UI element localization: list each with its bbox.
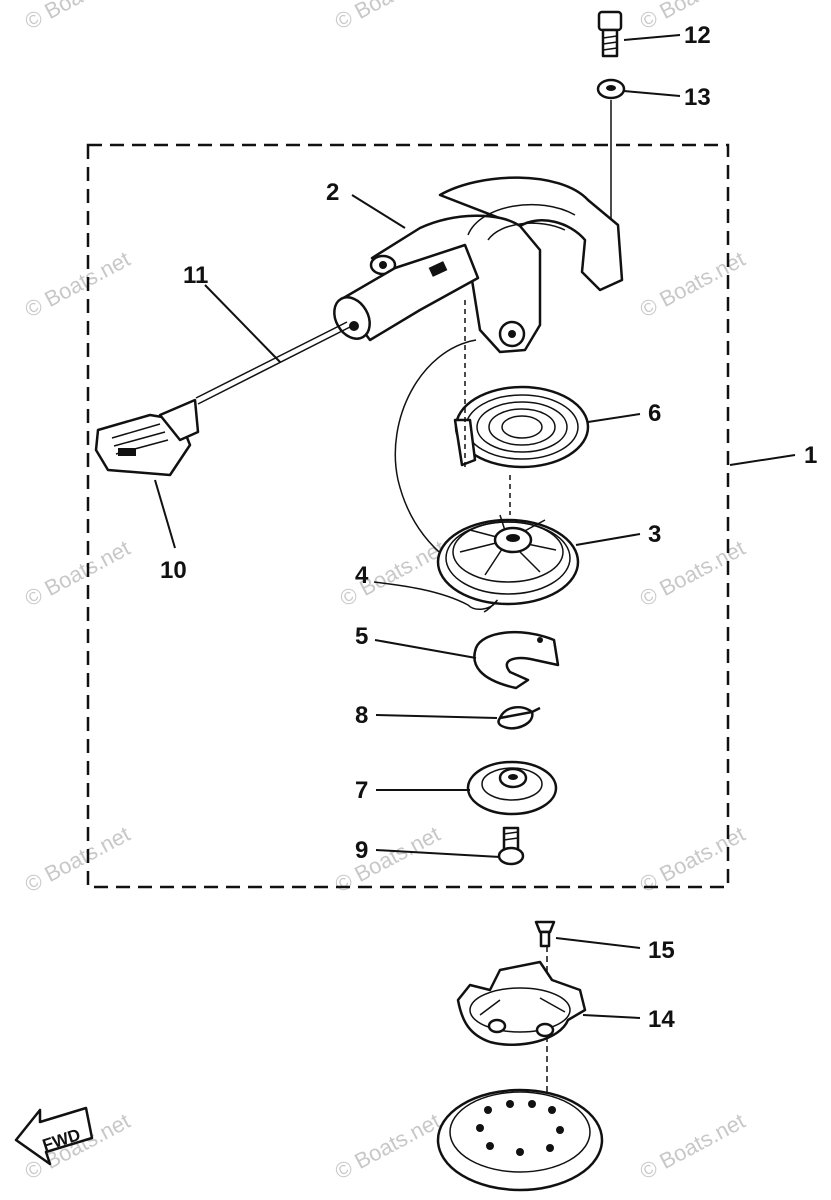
watermark: © Boats.net [331, 0, 445, 34]
ratchet-5-drawing [473, 630, 560, 690]
spring-4-drawing [373, 581, 498, 613]
leader-line-1 [729, 454, 796, 466]
assembly-boundary [86, 143, 730, 889]
callout-12: 12 [684, 22, 711, 49]
callout-7: 7 [355, 777, 368, 804]
leader-line-12 [623, 34, 681, 41]
callout-13: 13 [684, 84, 711, 111]
starter-case-2-drawing [333, 176, 624, 354]
watermark: © Boats.net [331, 1108, 445, 1184]
callout-8: 8 [355, 702, 368, 729]
callout-4: 4 [355, 562, 369, 589]
starter-handle-10-drawing [94, 398, 200, 477]
watermark: © Boats.net [21, 535, 135, 611]
leader-line-13 [623, 90, 681, 97]
rope-loop-drawing [394, 339, 477, 559]
watermark: © Boats.net [636, 1108, 750, 1184]
callout-labels: 12 13 2 11 1 6 3 10 4 5 8 7 9 15 14 [160, 22, 817, 1033]
leader-line-15 [555, 937, 641, 949]
callout-5: 5 [355, 623, 368, 650]
leader-line-8 [375, 714, 498, 719]
pulley-3-drawing [436, 514, 580, 606]
leader-line-10 [154, 479, 176, 549]
flywheel-drawing [436, 1088, 604, 1192]
watermark: © Boats.net [21, 246, 135, 322]
watermark: © Boats.net [636, 246, 750, 322]
starter-rope-11-drawing-inner [195, 321, 348, 399]
starter-hub-14-drawing [456, 960, 587, 1046]
plate-7-drawing [466, 760, 558, 816]
leader-line-6 [587, 413, 641, 423]
callout-3: 3 [648, 521, 661, 548]
nut-13-drawing [596, 78, 626, 100]
leader-line-14 [582, 1014, 641, 1019]
spiral-spring-6-drawing [453, 385, 590, 469]
bolt-12-drawing [597, 10, 623, 58]
leader-lines [154, 34, 796, 1019]
watermarks: © Boats.net © Boats.net © Boats.net © Bo… [21, 0, 750, 1184]
watermark: © Boats.net [21, 0, 135, 34]
callout-1: 1 [804, 442, 817, 469]
screw-15-drawing [534, 920, 556, 948]
clip-8-drawing [497, 705, 541, 730]
leader-line-5 [374, 639, 477, 659]
forward-direction-arrow: FWD [14, 1106, 94, 1166]
callout-11: 11 [183, 262, 208, 289]
leader-line-3 [575, 533, 641, 546]
watermark: © Boats.net [336, 535, 450, 611]
screw-9-drawing [497, 826, 525, 866]
callout-2: 2 [326, 179, 339, 206]
starter-rope-11-drawing [197, 325, 353, 405]
callout-15: 15 [648, 937, 675, 964]
callout-6: 6 [648, 400, 661, 427]
callout-9: 9 [355, 837, 368, 864]
leader-line-9 [375, 849, 501, 858]
callout-14: 14 [648, 1006, 675, 1033]
leader-line-11 [204, 284, 281, 363]
leader-line-2 [351, 194, 406, 229]
callout-10: 10 [160, 557, 187, 584]
